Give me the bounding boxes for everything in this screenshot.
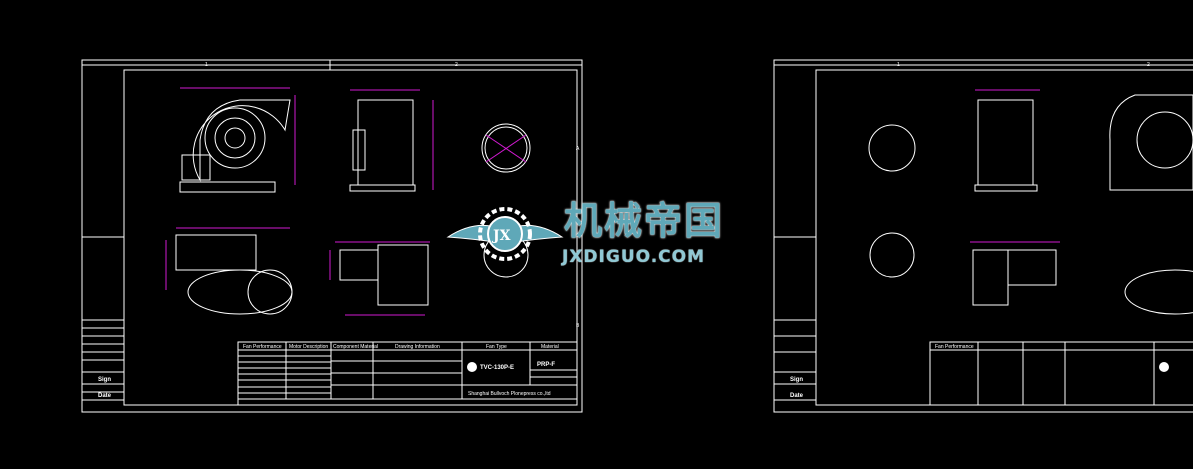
right-drawing-sheet: 1 2 Sign Date Fan Performance bbox=[773, 59, 1193, 413]
base-plan-view bbox=[329, 241, 430, 316]
right-date-label: Date bbox=[790, 393, 804, 399]
right-column-label-1: 1 bbox=[897, 62, 900, 68]
right-column-label-2: 2 bbox=[1147, 62, 1150, 68]
header-fan-type: Fan Type bbox=[486, 344, 507, 350]
inlet-flange-view bbox=[481, 123, 531, 173]
left-drawing-sheet: 1 2 A B Sign Date bbox=[81, 59, 583, 413]
header-component-material: Component Material bbox=[333, 344, 378, 350]
revision-strip bbox=[82, 319, 124, 401]
header-motor-description: Motor Description bbox=[289, 344, 328, 350]
right-header-fan-performance: Fan Performance bbox=[935, 344, 974, 350]
fan-side-view bbox=[349, 89, 434, 192]
sign-label: Sign bbox=[98, 377, 111, 383]
fan-model: TVC-130P-E bbox=[480, 365, 514, 371]
column-label-2: 2 bbox=[455, 62, 458, 68]
winged-gear-logo-icon: JX bbox=[446, 207, 564, 261]
column-label-1: 1 bbox=[205, 62, 208, 68]
material-value: PRP-F bbox=[537, 362, 555, 368]
logo-badge-text: JX bbox=[491, 228, 511, 244]
row-label-b: B bbox=[576, 323, 580, 329]
fan-front-view bbox=[179, 87, 296, 193]
title-block: Fan Performance Motor Description Compon… bbox=[237, 341, 578, 406]
date-label: Date bbox=[98, 393, 112, 399]
header-fan-performance: Fan Performance bbox=[243, 344, 282, 350]
header-drawing-information: Drawing Information bbox=[395, 344, 440, 350]
company-logo-icon bbox=[467, 362, 477, 372]
right-company-logo-icon bbox=[1159, 362, 1169, 372]
watermark: JX 机械帝国 JXDIGUO.COM bbox=[446, 201, 746, 271]
right-sign-label: Sign bbox=[790, 377, 803, 383]
header-material: Material bbox=[541, 344, 559, 350]
fan-top-view bbox=[165, 227, 293, 315]
row-label-a: A bbox=[576, 146, 580, 152]
company-name: Shanghai Bullvoch Plonepress co.,ltd bbox=[468, 391, 551, 397]
watermark-url-text: JXDIGUO.COM bbox=[562, 247, 706, 267]
watermark-chinese-text: 机械帝国 bbox=[564, 199, 725, 243]
